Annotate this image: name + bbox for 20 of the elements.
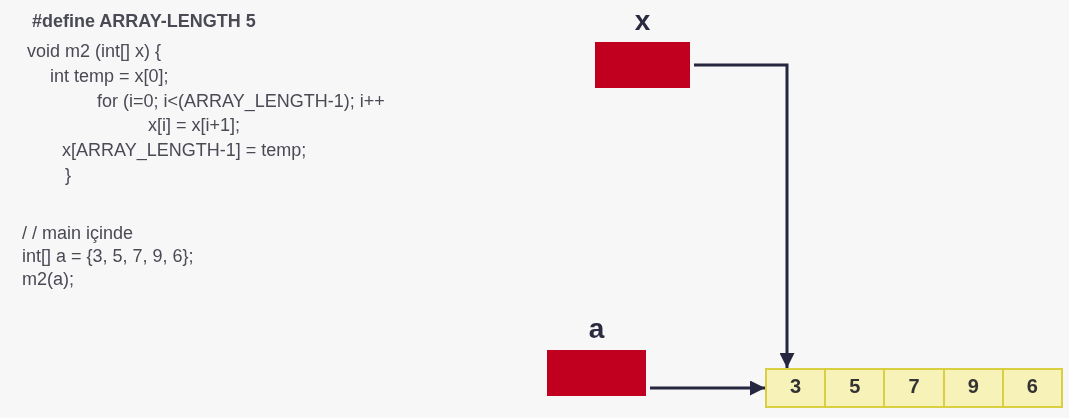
- code-line: for (i=0; i<(ARRAY_LENGTH-1); i++: [97, 90, 385, 112]
- code-line: int[] a = {3, 5, 7, 9, 6};: [22, 245, 194, 267]
- code-line: x[i] = x[i+1];: [148, 114, 241, 136]
- array-cell: 9: [944, 370, 1004, 406]
- array-cell: 7: [885, 370, 945, 406]
- variable-name: x: [633, 6, 652, 36]
- array-box: [765, 368, 1063, 408]
- array-cell: 5: [826, 370, 886, 406]
- code-line: }: [65, 164, 71, 186]
- code-line: x[ARRAY_LENGTH-1] = temp;: [62, 139, 307, 161]
- code-comment: / / main içinde: [22, 222, 134, 244]
- variable-name: a: [587, 314, 606, 344]
- array-cell: 6: [1003, 370, 1061, 406]
- code-line: #define ARRAY-LENGTH 5: [32, 10, 256, 32]
- code-line: int temp = x[0];: [50, 65, 169, 87]
- array-cell: 3: [767, 370, 827, 406]
- code-line: m2(a);: [22, 268, 74, 290]
- arrow: [694, 63, 795, 368]
- code-line: void m2 (int[] x) {: [27, 40, 162, 62]
- arrow: [650, 380, 765, 396]
